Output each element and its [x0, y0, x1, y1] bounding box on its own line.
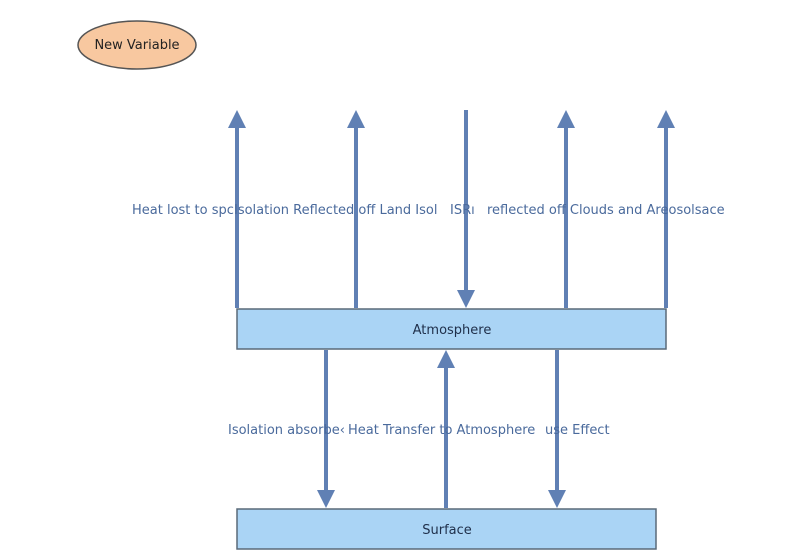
label-heat-lost: Heat lost to spc [132, 203, 234, 218]
flow-space-outgoing[interactable] [657, 110, 675, 308]
label-reflected-clouds: reflected off Clouds and Areosolsace [487, 203, 725, 218]
arrow-down-icon [317, 490, 335, 508]
atmosphere-label: Atmosphere [413, 323, 492, 338]
label-isr: ISRı [450, 203, 475, 218]
stock-atmosphere[interactable]: Atmosphere [236, 308, 667, 350]
variable-oval [77, 20, 197, 70]
atmosphere-box [236, 308, 667, 350]
flow-heat-lost[interactable] [228, 110, 246, 308]
label-greenhouse: use Effect [545, 423, 610, 438]
arrow-up-icon [228, 110, 246, 128]
flow-reflected-clouds[interactable] [557, 110, 575, 308]
arrow-down-icon [548, 490, 566, 508]
flow-greenhouse[interactable] [548, 350, 566, 508]
arrow-up-icon [437, 350, 455, 368]
flow-isolation-reflected-land[interactable] [347, 110, 365, 308]
variable-label: New Variable [94, 38, 179, 53]
arrow-down-icon [457, 290, 475, 308]
arrow-up-icon [657, 110, 675, 128]
stock-surface[interactable]: Surface [236, 508, 657, 550]
arrow-up-icon [347, 110, 365, 128]
flow-isolation-absorbed[interactable] [317, 350, 335, 508]
surface-label: Surface [422, 523, 472, 538]
label-heat-transfer: Heat Transfer to Atmosphere [348, 423, 535, 438]
flow-heat-transfer[interactable] [437, 350, 455, 508]
label-isolation-absorbed: Isolation absorbe‹ [228, 423, 345, 438]
variable-node[interactable]: New Variable [77, 20, 197, 70]
flow-isr[interactable] [457, 110, 475, 308]
arrow-up-icon [557, 110, 575, 128]
surface-box [236, 508, 657, 550]
label-isolation-reflected-land: Isolation Reflected off Land Isol [234, 203, 437, 218]
